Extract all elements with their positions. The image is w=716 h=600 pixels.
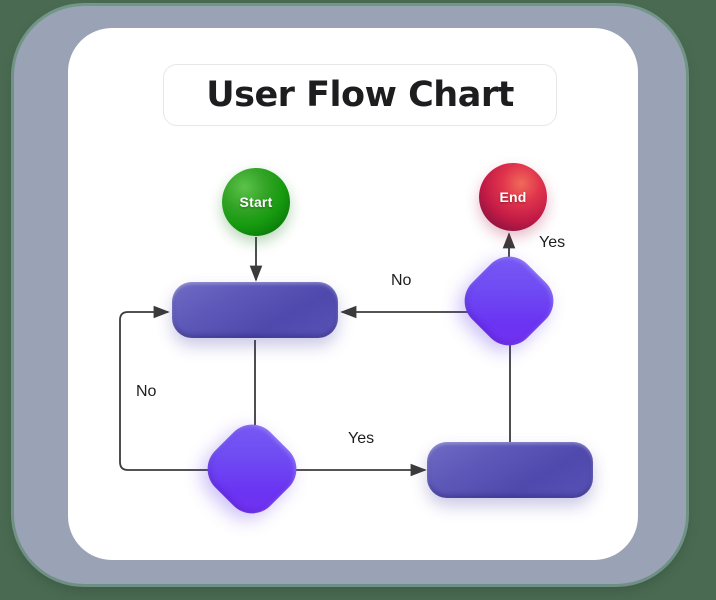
edge-label-yes-right: Yes xyxy=(539,234,566,251)
node-end[interactable]: End xyxy=(479,163,547,231)
page-title-container: User Flow Chart xyxy=(163,64,557,126)
node-start[interactable]: Start xyxy=(222,168,290,236)
node-process-1[interactable] xyxy=(172,282,338,338)
page-title: User Flow Chart xyxy=(206,75,514,115)
edge-label-no-left: No xyxy=(136,383,157,400)
node-end-label: End xyxy=(499,189,527,205)
edge-label-no-top: No xyxy=(391,272,412,289)
node-start-label: Start xyxy=(239,194,273,210)
edge-label-yes-bottom: Yes xyxy=(348,430,375,447)
node-process-2[interactable] xyxy=(427,442,593,498)
